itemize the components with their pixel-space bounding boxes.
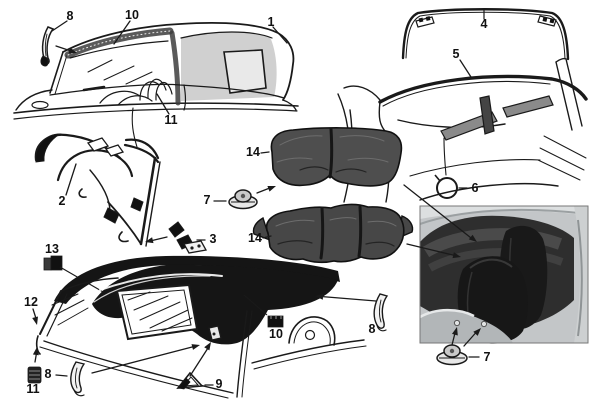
windlace-part-8-front	[40, 26, 55, 67]
car-front-quarter-illustration	[35, 255, 367, 399]
grommet-part-11-bottom	[27, 366, 42, 384]
header-rail-part-4	[401, 8, 570, 61]
car-side-view-illustration	[13, 21, 299, 148]
callout-11-grommet-bottom: 11	[26, 381, 40, 396]
callout-10-header-band: 10	[125, 7, 139, 22]
callout-11-side-view: 11	[164, 112, 178, 127]
grommet-part-6	[434, 174, 458, 199]
callout-14-cover-upper: 14	[246, 144, 260, 159]
bracket-part-9	[176, 371, 204, 390]
callout-10-clip-bottom: 10	[269, 326, 283, 341]
callout-8-windlace-front: 8	[66, 8, 74, 23]
leader-lines	[32, 20, 481, 386]
cover-bag-part-14-upper	[270, 127, 403, 187]
callout-5-cockpit-seal: 5	[452, 46, 460, 61]
windlace-part-8-bottom-left	[70, 361, 86, 397]
clip-part-10-bottom	[243, 294, 284, 328]
callout-8-windlace-left: 8	[44, 366, 52, 381]
callout-4-header-rail: 4	[480, 16, 488, 31]
snap-fastener-part-7-bottom	[436, 344, 468, 366]
hinge-bracket-part-3	[168, 221, 208, 254]
callout-7-snap-bottom: 7	[483, 349, 491, 364]
callout-6-grommet: 6	[471, 180, 479, 195]
callout-2-top-frame: 2	[58, 193, 66, 208]
snap-fastener-part-7-middle	[228, 189, 258, 210]
callout-13-clip: 13	[45, 241, 59, 256]
callout-8-windlace-right: 8	[368, 321, 376, 336]
callout-1-soft-top: 1	[267, 14, 275, 29]
callout-9-bracket: 9	[215, 376, 223, 391]
callout-14-cover-lower: 14	[248, 230, 262, 245]
windlace-part-8-right	[373, 293, 389, 332]
callout-3-hinge-bracket: 3	[209, 231, 217, 246]
callout-12-windshield: 12	[24, 294, 38, 309]
photo-inset-stowed-top	[419, 205, 589, 344]
top-frame-illustration	[34, 133, 161, 247]
callout-7-snap-middle: 7	[203, 192, 211, 207]
cover-bag-part-14-lower	[252, 203, 414, 264]
